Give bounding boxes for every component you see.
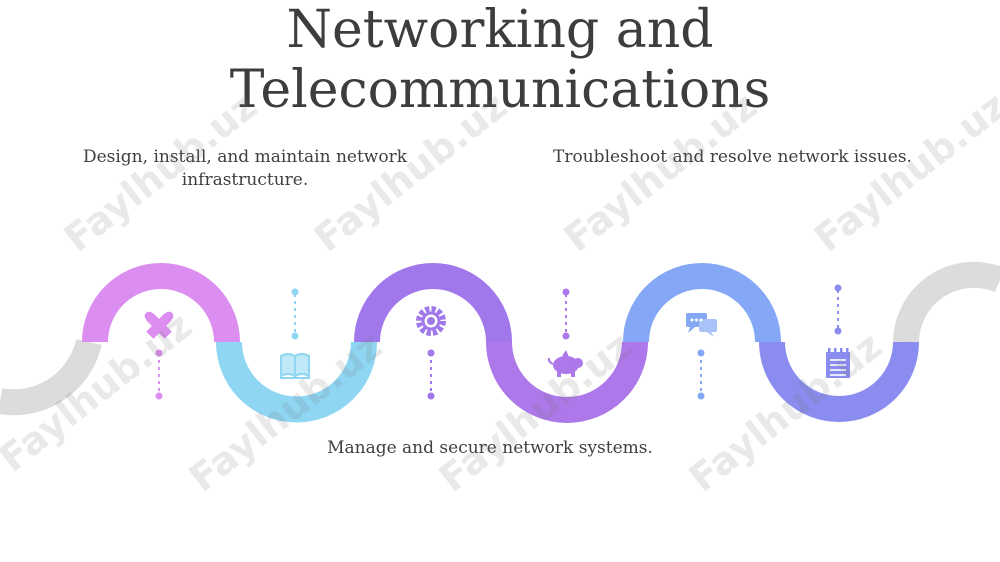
wave-segment-cyan <box>216 341 377 423</box>
point-design-install: Design, install, and maintain network in… <box>82 147 408 190</box>
puzzle-icon <box>144 311 174 339</box>
wave-segment-pink <box>82 263 240 343</box>
point-manage-secure: Manage and secure network systems. <box>327 438 653 458</box>
connector-dot-2b <box>291 332 299 340</box>
connector-dot-2a <box>291 288 299 296</box>
wave-segment-blue <box>623 263 781 343</box>
connector-dot-5a <box>697 349 705 357</box>
connector-dot-4a <box>562 288 570 296</box>
connector-dot-4b <box>562 332 570 340</box>
title-line-2: Telecommunications <box>229 60 771 120</box>
point-troubleshoot: Troubleshoot and resolve network issues. <box>553 147 912 167</box>
connector-dot-6b <box>834 327 842 335</box>
wave-segment-violet <box>354 263 512 343</box>
wave-segment-grey-left <box>0 338 102 416</box>
connector-dot-3a <box>427 349 435 357</box>
book-icon <box>280 353 310 379</box>
wave-segment-indigo <box>759 341 919 422</box>
notepad-icon <box>826 348 850 378</box>
wave-segment-grey-right <box>893 261 1000 343</box>
title-line-1: Networking and <box>286 0 714 60</box>
chat-icon <box>686 313 717 337</box>
gear-icon <box>416 306 446 336</box>
connector-dot-1a <box>155 349 163 357</box>
connector-dot-5b <box>697 392 705 400</box>
slide-title: Networking and Telecommunications <box>0 0 1000 120</box>
connector-dot-1b <box>155 392 163 400</box>
wave-segment-purple <box>486 341 648 423</box>
piggy-bank-icon <box>547 350 583 377</box>
connector-dot-3b <box>427 392 435 400</box>
connector-dot-6a <box>834 284 842 292</box>
